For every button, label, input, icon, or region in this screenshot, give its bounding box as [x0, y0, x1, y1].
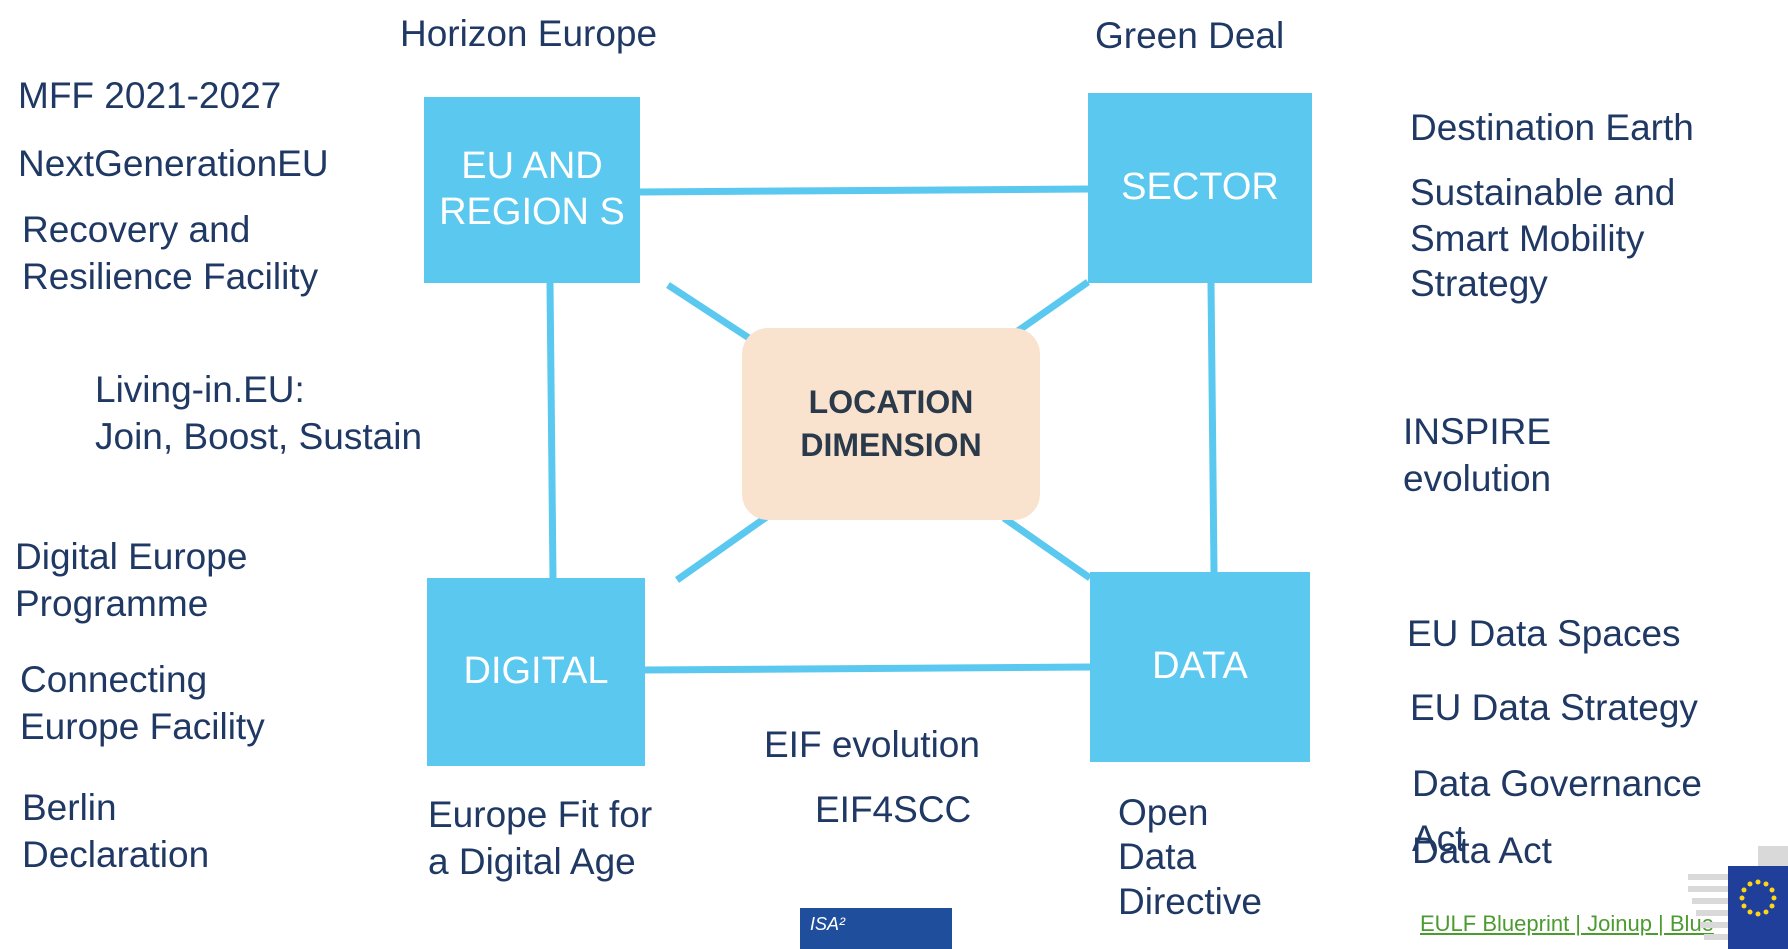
label-mobility-line-1: Sustainable and: [1410, 172, 1676, 213]
label-green-deal: Green Deal: [1095, 15, 1285, 56]
label-open-data-directive: Open Data Directive: [1118, 791, 1262, 924]
label-digital-europe: Digital Europe Programme: [15, 533, 247, 628]
box-digital: DIGITAL: [427, 578, 645, 766]
label-data-governance: Data Governance: [1412, 763, 1703, 804]
label-living-in-eu: Living-in.EU: Join, Boost, Sustain: [95, 366, 422, 461]
label-recovery: Recovery and Resilience Facility: [22, 206, 318, 301]
eu-flag-icon: [1688, 846, 1788, 949]
label-digital-europe-line-1: Digital Europe: [15, 536, 248, 577]
label-europe-fit: Europe Fit for a Digital Age: [428, 791, 652, 886]
label-inspire-line-2: evolution: [1403, 458, 1552, 500]
label-mobility-line-2: Smart Mobility: [1410, 217, 1645, 259]
label-eif4scc: EIF4SCC: [815, 789, 972, 830]
connector-left: [546, 282, 557, 579]
label-europe-fit-line-2: a Digital Age: [428, 841, 636, 883]
label-inspire-line-1: INSPIRE: [1403, 411, 1552, 452]
label-digital-europe-line-2: Programme: [15, 583, 209, 625]
box-digital-label: DIGITAL: [463, 650, 609, 693]
box-data: DATA: [1090, 572, 1310, 762]
label-nextgen: NextGenerationEU: [18, 143, 329, 184]
label-recovery-line-2: Resilience Facility: [22, 256, 319, 298]
label-cef-line-1: Connecting: [20, 659, 208, 700]
label-eu-data-spaces: EU Data Spaces: [1407, 613, 1681, 654]
label-destination-earth: Destination Earth: [1410, 107, 1694, 148]
connector-right: [1207, 282, 1218, 573]
label-eu-data-strategy: EU Data Strategy: [1410, 687, 1698, 728]
box-eu-regions: EU AND REGION S: [424, 97, 640, 283]
label-eif-evolution: EIF evolution: [764, 724, 980, 765]
label-horizon-europe: Horizon Europe: [400, 13, 658, 54]
label-mff: MFF 2021-2027: [18, 75, 282, 116]
box-sector: SECTOR: [1088, 93, 1312, 283]
connector-bl: [674, 513, 771, 583]
label-mobility-line-3: Strategy: [1410, 263, 1548, 304]
center-line-2: DIMENSION: [800, 427, 982, 463]
connector-tl: [666, 282, 754, 343]
location-dimension-hub: LOCATION DIMENSION: [742, 328, 1040, 520]
label-living-line-1: Living-in.EU:: [95, 369, 305, 410]
label-cef: Connecting Europe Facility: [20, 656, 265, 751]
connector-top: [639, 185, 1089, 196]
label-berlin: Berlin Declaration: [22, 784, 209, 879]
label-inspire: INSPIRE evolution: [1403, 408, 1551, 503]
label-berlin-line-2: Declaration: [22, 834, 210, 876]
box-eu-regions-label: EU AND REGION S: [439, 145, 625, 233]
label-data-act: Data Act: [1412, 830, 1552, 871]
label-cef-line-2: Europe Facility: [20, 706, 265, 748]
box-sector-label: SECTOR: [1121, 166, 1279, 209]
label-open-line-1: Open: [1118, 792, 1209, 833]
label-living-line-2: Join, Boost, Sustain: [95, 416, 423, 458]
connector-br: [1001, 515, 1093, 581]
label-act: Act: [1412, 818, 1466, 859]
isa-logo: ISA²: [800, 908, 952, 949]
label-mobility: Sustainable and Smart Mobility Strategy: [1410, 170, 1675, 307]
center-line-1: LOCATION: [808, 383, 974, 420]
label-recovery-line-1: Recovery and: [22, 209, 251, 250]
connector-bottom: [644, 663, 1091, 674]
connector-tr: [1009, 279, 1091, 338]
label-open-line-2: Data: [1118, 836, 1197, 878]
label-open-line-3: Directive: [1118, 880, 1262, 922]
label-europe-fit-line-1: Europe Fit for: [428, 794, 653, 835]
label-berlin-line-1: Berlin: [22, 787, 117, 828]
footer-link[interactable]: EULF Blueprint | Joinup | Blue: [1420, 911, 1714, 936]
box-data-label: DATA: [1152, 645, 1248, 688]
